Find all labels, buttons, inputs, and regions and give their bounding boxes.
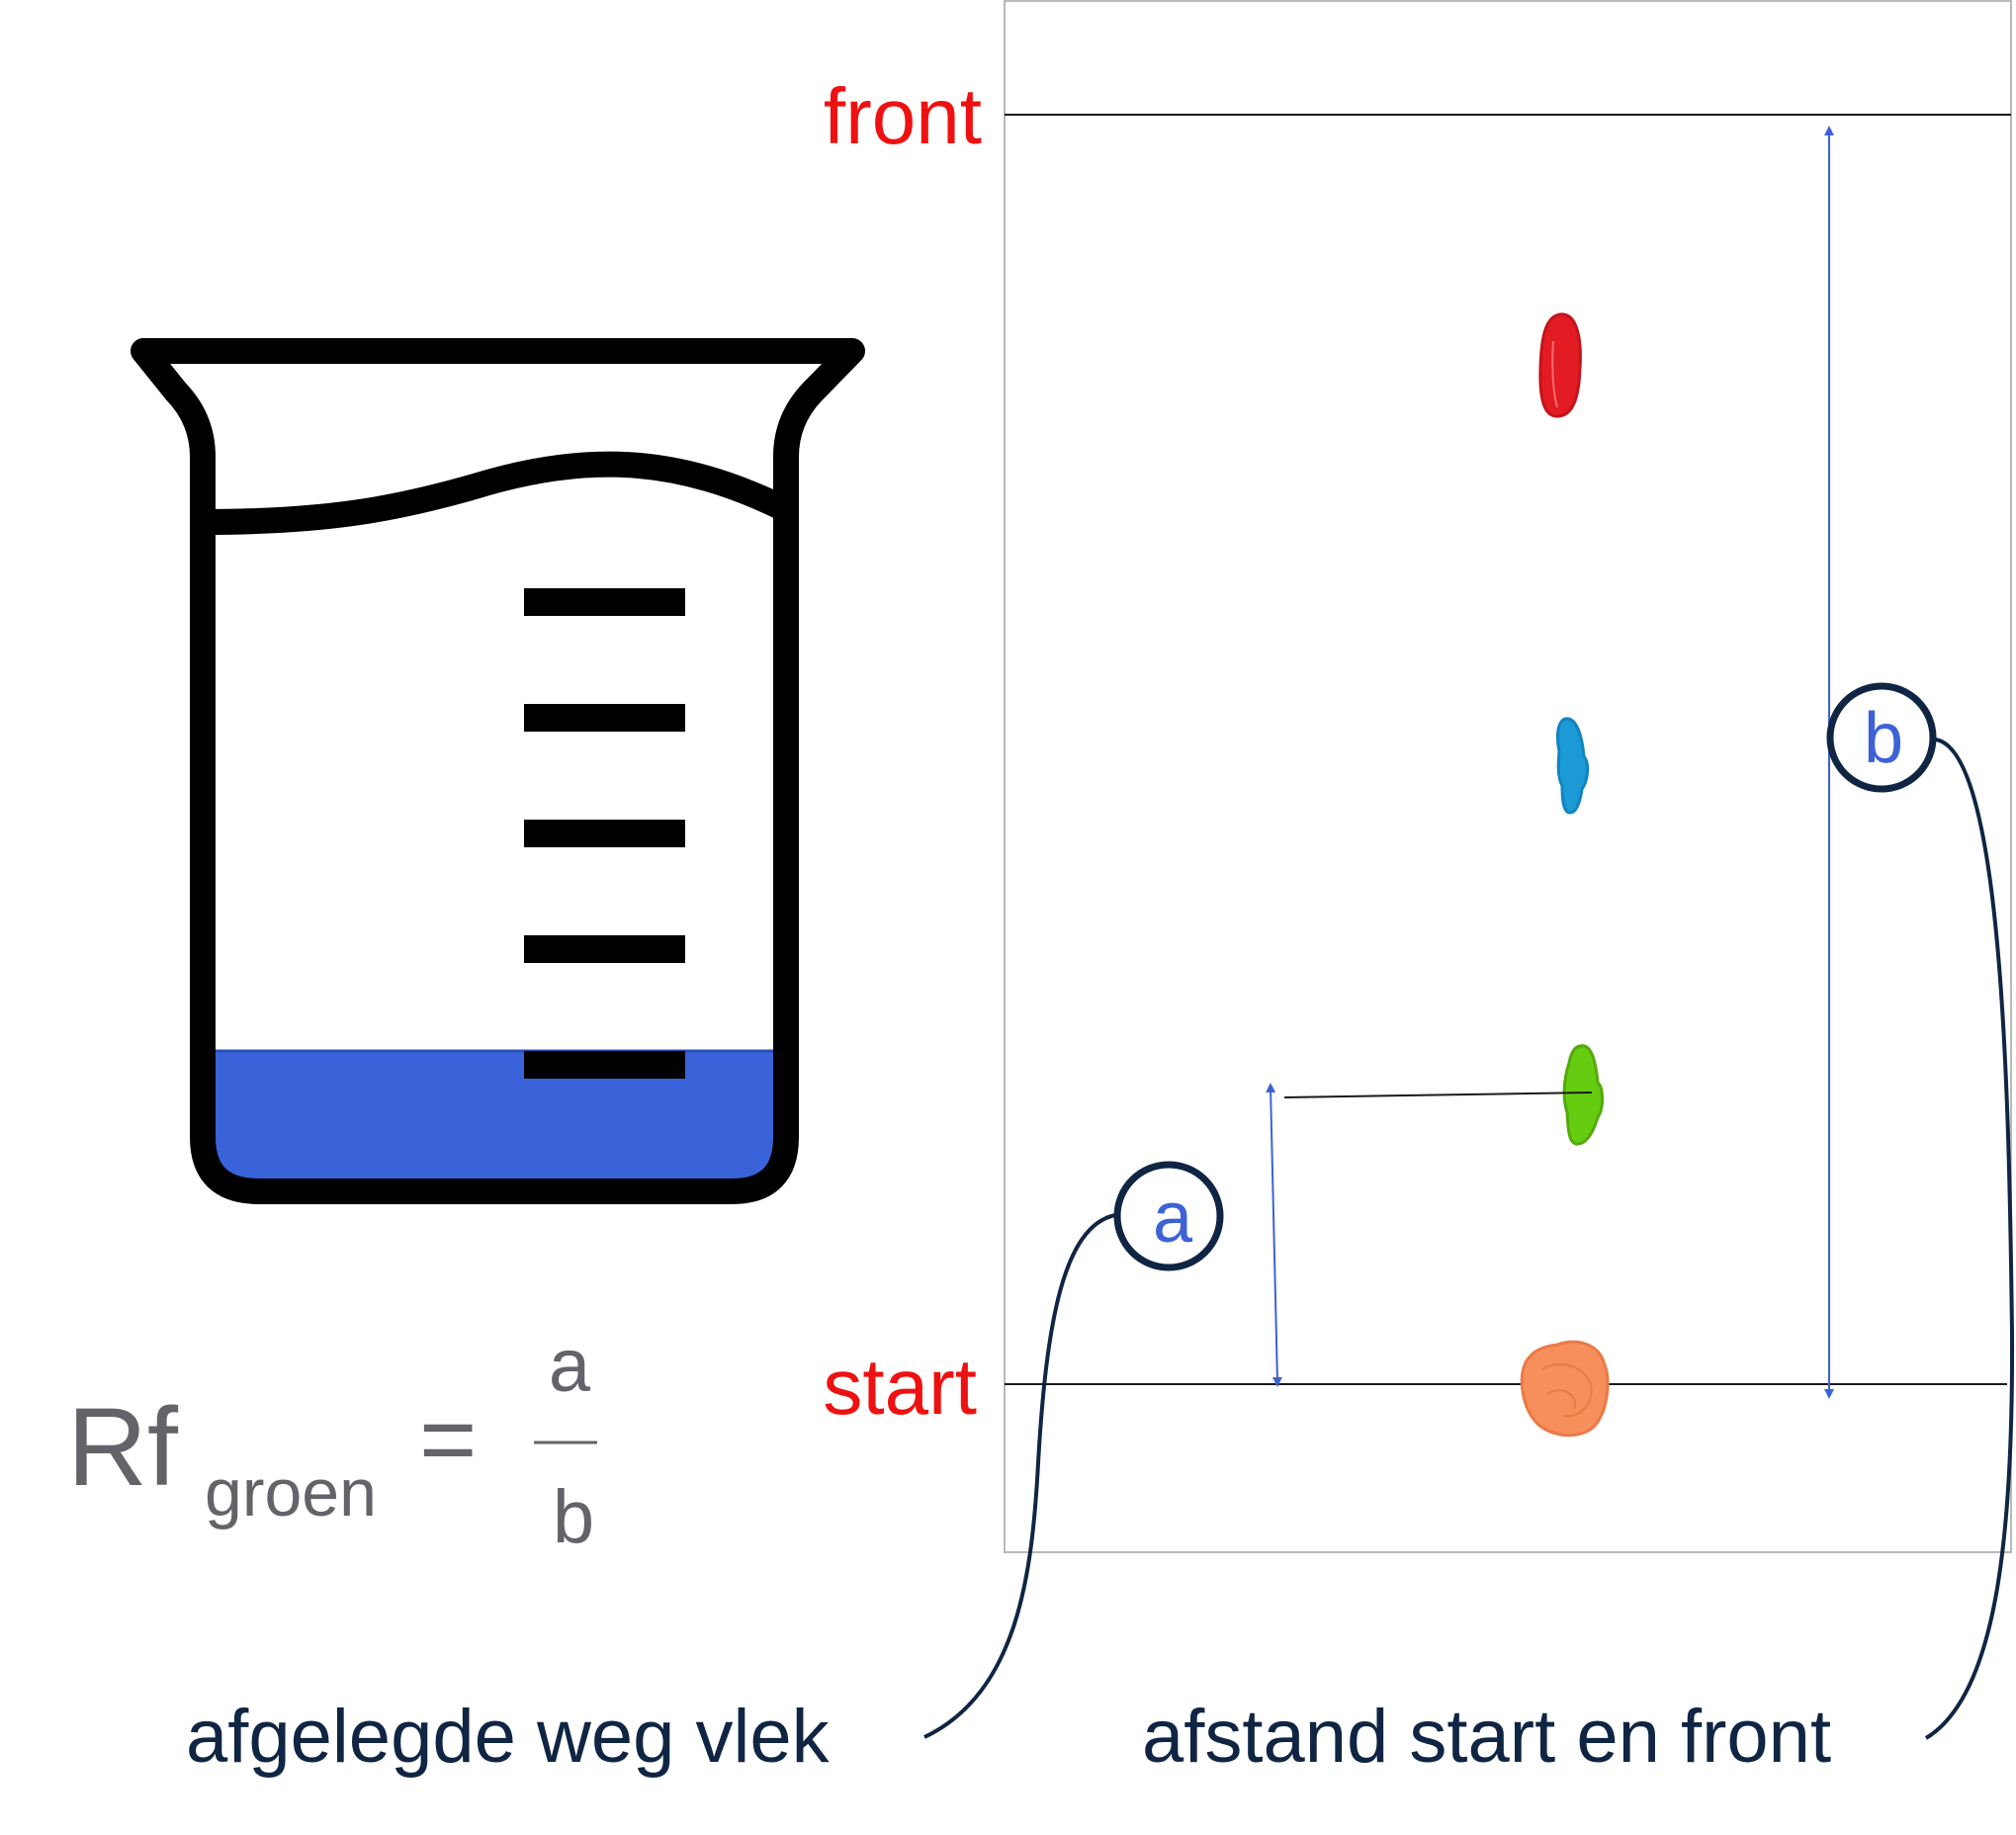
beaker-liquid bbox=[205, 1051, 784, 1191]
tlc-plate bbox=[1004, 0, 2012, 1553]
red-spot bbox=[1538, 312, 1582, 418]
marker-b: b bbox=[1826, 682, 1937, 793]
front-label: front bbox=[824, 72, 982, 160]
marker-a-label: a bbox=[1153, 1179, 1193, 1258]
orange-spot-scribble bbox=[1541, 1362, 1593, 1418]
red-spot-highlight bbox=[1551, 340, 1558, 408]
beaker-graduation-mark bbox=[524, 588, 685, 616]
beaker-graduation-mark bbox=[524, 820, 685, 847]
beaker-outline bbox=[131, 338, 865, 1204]
distance-a-guide bbox=[1283, 1092, 1593, 1098]
green-spot bbox=[1562, 1044, 1604, 1146]
orange-spot bbox=[1520, 1340, 1610, 1438]
start-label: start bbox=[823, 1343, 977, 1431]
leader-line-b bbox=[1924, 738, 2015, 1740]
formula-numerator: a bbox=[549, 1324, 591, 1408]
plate-border bbox=[1004, 0, 2012, 1553]
marker-a: a bbox=[1113, 1161, 1224, 1271]
rf-formula: Rf groen = a b bbox=[67, 1324, 597, 1559]
spots bbox=[1520, 312, 1610, 1438]
formula-denominator: b bbox=[553, 1475, 594, 1559]
marker-b-label: b bbox=[1864, 699, 1903, 778]
caption-left: afgelegde weg vlek bbox=[186, 1695, 831, 1779]
caption-right: afstand start en front bbox=[1142, 1695, 1831, 1779]
leader-line-a bbox=[923, 1213, 1116, 1739]
beaker-graduation-mark bbox=[524, 935, 685, 963]
beaker-graduation-mark bbox=[524, 704, 685, 732]
formula-subscript: groen bbox=[205, 1455, 377, 1530]
beaker-graduation-mark bbox=[524, 1051, 685, 1079]
formula-rf: Rf bbox=[67, 1385, 179, 1509]
beaker-icon bbox=[131, 338, 865, 1204]
blue-spot bbox=[1555, 717, 1590, 815]
beaker-wavy-line bbox=[202, 451, 787, 535]
distance-a-arrow bbox=[1266, 1083, 1282, 1387]
formula-equals: = bbox=[419, 1384, 477, 1495]
